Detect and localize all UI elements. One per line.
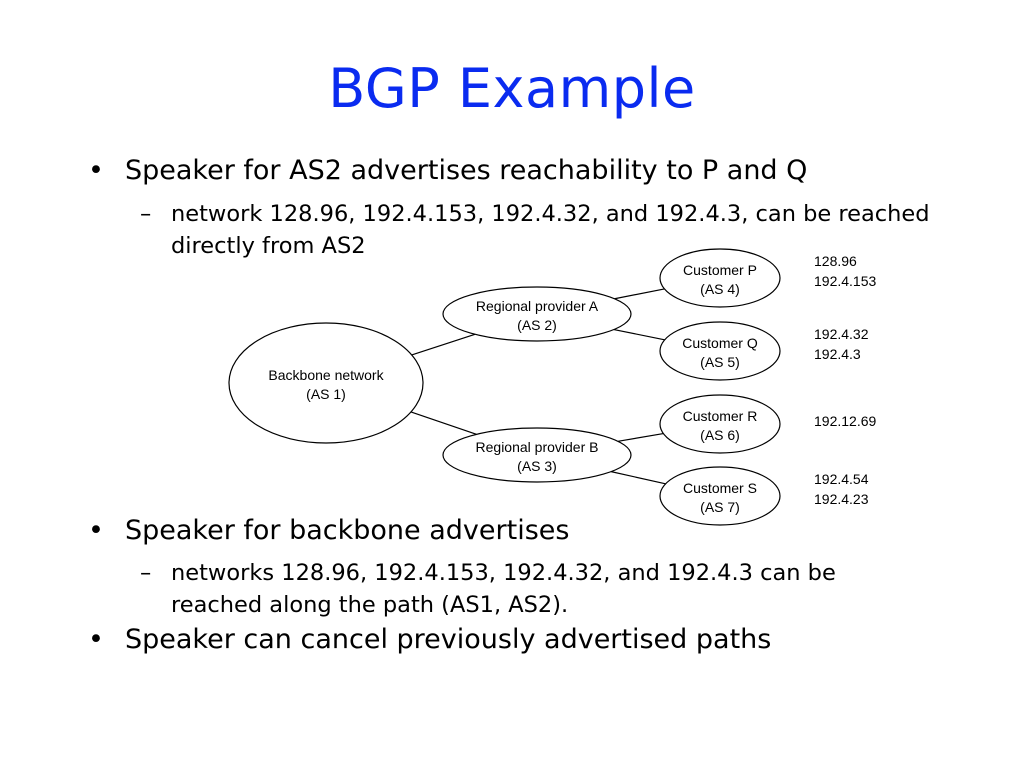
prefix-custQ-1: 192.4.3	[814, 346, 861, 362]
node-custQ-shape	[659, 321, 781, 381]
node-regA-as: (AS 2)	[517, 317, 557, 333]
node-regA: Regional provider A (AS 2)	[442, 286, 632, 342]
link-regB-custS	[610, 471, 666, 485]
node-custP-name: Customer P	[683, 262, 757, 278]
bullet-2-text: Speaker for backbone advertises	[125, 515, 570, 546]
link-backbone-regA	[411, 333, 476, 356]
node-regA-name: Regional provider A	[476, 298, 599, 314]
node-regB: Regional provider B (AS 3)	[442, 427, 632, 483]
node-custS-as: (AS 7)	[700, 499, 740, 515]
link-backbone-regB	[410, 411, 477, 435]
link-regA-custQ	[613, 328, 665, 341]
link-regB-custR	[617, 433, 664, 442]
node-custP-as: (AS 4)	[700, 281, 740, 297]
node-regB-name: Regional provider B	[476, 439, 599, 455]
node-custS-name: Customer S	[683, 480, 757, 496]
dash-mark: –	[140, 201, 152, 227]
node-regB-shape	[442, 427, 632, 483]
node-regA-shape	[442, 286, 632, 342]
node-backbone-shape	[228, 322, 424, 444]
dash-mark: –	[140, 560, 152, 586]
node-backbone-name: Backbone network	[268, 367, 384, 383]
bullet-3-text: Speaker can cancel previously advertised…	[125, 624, 772, 655]
node-custQ: Customer Q (AS 5)	[659, 321, 781, 381]
sub-bullet-1-text: network 128.96, 192.4.153, 192.4.32, and…	[171, 201, 930, 259]
prefix-custR-0: 192.12.69	[814, 413, 876, 429]
node-custR-name: Customer R	[683, 408, 758, 424]
prefix-custS-1: 192.4.23	[814, 491, 869, 507]
node-custR: Customer R (AS 6)	[659, 394, 781, 454]
bullet-mark: •	[88, 624, 104, 655]
link-regA-custP	[614, 288, 665, 300]
node-custS-shape	[659, 466, 781, 526]
bullet-1-text: Speaker for AS2 advertises reachability …	[125, 155, 808, 186]
prefix-custP-0: 128.96	[814, 253, 857, 269]
node-backbone: Backbone network (AS 1)	[228, 322, 424, 444]
node-custR-shape	[659, 394, 781, 454]
bullet-mark: •	[88, 155, 104, 186]
slide-title: BGP Example	[328, 57, 696, 120]
bullet-mark: •	[88, 515, 104, 546]
node-custP: Customer P (AS 4)	[659, 248, 781, 308]
node-custR-as: (AS 6)	[700, 427, 740, 443]
prefix-custP-1: 192.4.153	[814, 273, 876, 289]
prefix-custQ-0: 192.4.32	[814, 326, 869, 342]
node-custQ-as: (AS 5)	[700, 354, 740, 370]
node-custP-shape	[659, 248, 781, 308]
node-regB-as: (AS 3)	[517, 458, 557, 474]
node-backbone-as: (AS 1)	[306, 386, 346, 402]
prefix-custS-0: 192.4.54	[814, 471, 869, 487]
node-custQ-name: Customer Q	[682, 335, 758, 351]
node-custS: Customer S (AS 7)	[659, 466, 781, 526]
sub-bullet-2-text: networks 128.96, 192.4.153, 192.4.32, an…	[171, 560, 836, 618]
